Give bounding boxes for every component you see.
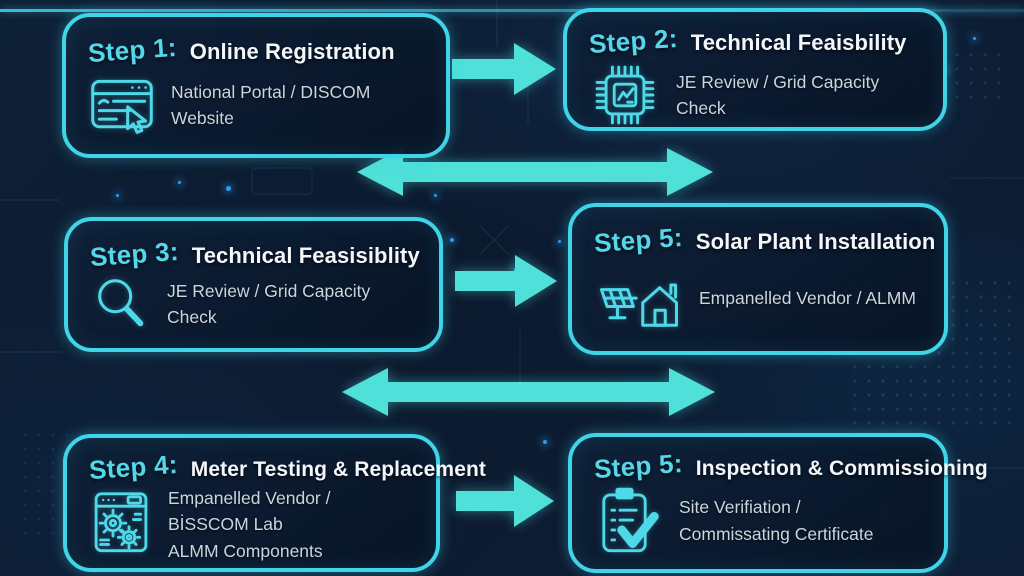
subtitle-line: JE Review / Grid Capacity Check (676, 71, 880, 118)
step-header: Step 1: Online Registration (87, 31, 426, 69)
subtitle-line: Site Verifiation / (679, 497, 801, 518)
step-header: Step 5: Inspection & Commissioning (593, 447, 988, 485)
step-title: Online Registration (189, 39, 395, 64)
step-subtitle: JE Review / Grid Capacity Check (676, 69, 923, 122)
step-title: Technical Feaisbility (690, 30, 907, 55)
chip-icon (589, 59, 661, 131)
step-label: Step 2: (588, 22, 679, 60)
step-box-inspection-commissioning: Step 5: Inspection & Commissioning Site … (568, 433, 988, 573)
step-box-meter-testing: Step 4: Meter Testing & Replacement (63, 434, 486, 572)
step-box-solar-plant-installation: Step 5: Solar Plant Installation Empan (568, 203, 948, 355)
meter-gears-icon (89, 489, 153, 559)
step-label: Step 4: (88, 448, 179, 486)
step-label: Step 5: (593, 221, 684, 259)
glow-dot (226, 186, 231, 191)
subtitle-line: Commissating Certificate (679, 523, 874, 544)
step-title: Meter Testing & Replacement (190, 458, 487, 481)
glow-dot (973, 37, 976, 40)
magnifier-icon (90, 273, 152, 335)
step-body: JE Review / Grid Capacity Check (90, 272, 419, 336)
arrow-step1-to-step2 (452, 40, 558, 98)
step-subtitle: Empanelled Vendor / ALMM (699, 285, 916, 311)
step-header: Step 5: Solar Plant Installation (593, 221, 935, 259)
glow-dot (434, 194, 437, 197)
glow-dot (178, 181, 181, 184)
clipboard-check-icon (594, 485, 664, 557)
step-box-technical-feasibility-mid: Step 3: Technical Feasisiblity JE Review… (64, 217, 443, 352)
step-label: Step 1: (87, 31, 178, 69)
subtitle-line: Empanelled Vendor / BİSSCOM Lab (168, 488, 331, 535)
step-header: Step 4: Meter Testing & Replacement (88, 448, 486, 486)
step-box-online-registration: Step 1: Online Registration (62, 13, 450, 158)
step-subtitle: Empanelled Vendor / BİSSCOM Lab ALMM Com… (168, 485, 416, 564)
glow-dot (116, 194, 119, 197)
step-label: Step 5: (593, 447, 684, 485)
subtitle-line: JE Review / Grid Capacity Check (167, 280, 371, 327)
browser-cursor-icon (88, 71, 156, 139)
step-title: Inspection & Commissioning (695, 457, 988, 480)
step-title: Solar Plant Installation (695, 229, 936, 254)
step-label: Step 3: (89, 235, 180, 273)
arrow-row2-row3 (340, 364, 717, 420)
step-header: Step 2: Technical Feaisbility (588, 22, 923, 60)
step-subtitle: Site Verifiation / Commissating Certific… (679, 494, 874, 547)
step-subtitle: JE Review / Grid Capacity Check (167, 278, 419, 331)
step-body: Empanelled Vendor / ALMM (594, 258, 924, 339)
glow-dot (450, 238, 454, 242)
subtitle-line: National Portal / DISCOM Website (171, 81, 371, 128)
top-accent-line (0, 9, 1024, 12)
step-body: JE Review / Grid Capacity Check (589, 59, 923, 131)
glow-dot (543, 440, 547, 444)
step-header: Step 3: Technical Feasisiblity (89, 235, 420, 273)
glow-dot (558, 240, 561, 243)
step-title: Technical Feasisiblity (191, 243, 420, 268)
arrow-row1-row2 (355, 144, 715, 200)
step-body: Empanelled Vendor / BİSSCOM Lab ALMM Com… (89, 485, 416, 564)
arrow-step4-to-step5 (456, 472, 556, 530)
step-subtitle: National Portal / DISCOM Website (171, 79, 426, 132)
step-body: Site Verifiation / Commissating Certific… (594, 484, 924, 557)
solar-house-icon (594, 265, 684, 333)
step-body: National Portal / DISCOM Website (88, 68, 426, 142)
arrow-step3-to-step5 (455, 252, 559, 310)
subtitle-line: ALMM Components (168, 540, 323, 561)
step-box-technical-feasibility-top: Step 2: Technical Feaisbility JE Review … (563, 8, 947, 131)
subtitle-line: Empanelled Vendor / ALMM (699, 288, 916, 309)
